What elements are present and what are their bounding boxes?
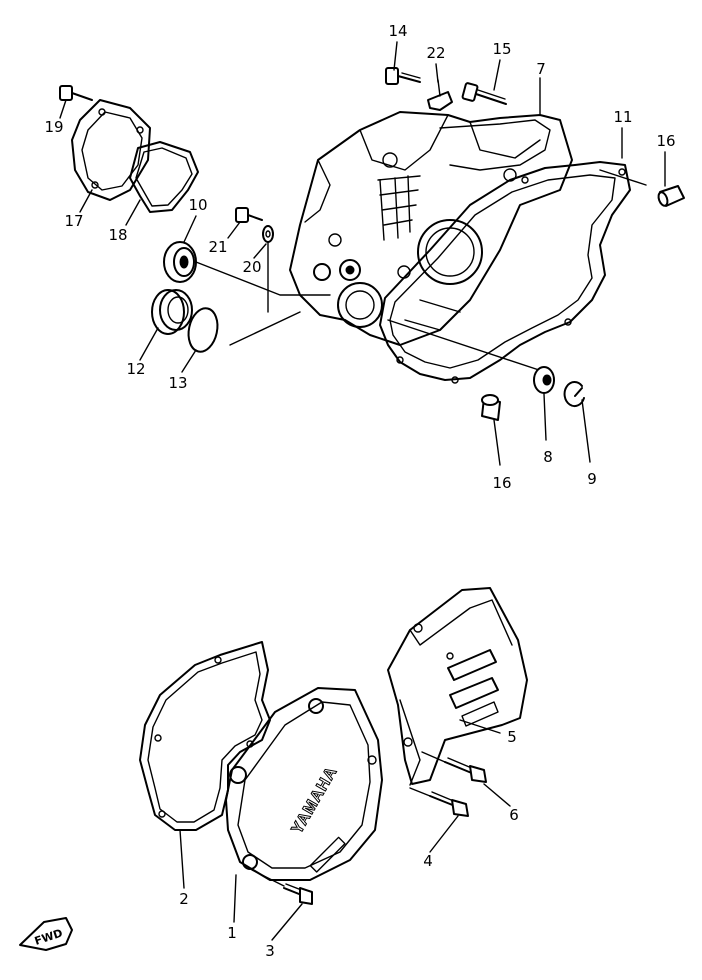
side-cover-gasket-2 bbox=[139, 641, 271, 831]
part-label-15: 15 bbox=[492, 40, 511, 58]
part-label-3: 3 bbox=[265, 942, 275, 960]
part-label-5: 5 bbox=[507, 728, 517, 746]
bolt-3 bbox=[251, 869, 313, 905]
part-label-20: 20 bbox=[242, 258, 261, 276]
part-label-7: 7 bbox=[536, 60, 546, 78]
circlip-9 bbox=[563, 381, 585, 408]
fwd-label: FWD bbox=[33, 927, 64, 948]
small-gasket-18 bbox=[129, 141, 199, 213]
part-label-11: 11 bbox=[613, 108, 632, 126]
part-label-8: 8 bbox=[543, 448, 553, 466]
bolt-14 bbox=[385, 67, 421, 85]
part-label-17: 17 bbox=[64, 212, 83, 230]
fwd-direction-arrow: FWD bbox=[19, 917, 73, 951]
part-label-18: 18 bbox=[108, 226, 127, 244]
part-number-labels: 14 22 15 7 19 11 16 17 18 10 21 20 12 13… bbox=[44, 22, 675, 960]
part-label-16-lower: 16 bbox=[492, 474, 511, 492]
part-label-22: 22 bbox=[426, 44, 445, 62]
washer-20 bbox=[262, 225, 274, 243]
part-label-19: 19 bbox=[44, 118, 63, 136]
dowel-pin-16-lower bbox=[481, 394, 501, 421]
part-label-21: 21 bbox=[208, 238, 227, 256]
part-label-1: 1 bbox=[227, 924, 237, 942]
part-label-13: 13 bbox=[168, 374, 187, 392]
o-ring-13 bbox=[187, 307, 219, 353]
assembly-leader-lines bbox=[195, 169, 647, 373]
bolt-19 bbox=[59, 85, 93, 101]
part-label-4: 4 bbox=[423, 852, 433, 870]
part-label-6: 6 bbox=[509, 806, 519, 824]
part-label-16-upper: 16 bbox=[656, 132, 675, 150]
crankcase-gasket bbox=[379, 161, 631, 384]
part-label-2: 2 bbox=[179, 890, 189, 908]
case-face-gasket bbox=[439, 119, 551, 171]
sprocket-cover-5 bbox=[387, 587, 528, 786]
bolt-4 bbox=[409, 787, 469, 817]
bolt-6 bbox=[421, 751, 487, 783]
small-cover-17 bbox=[71, 99, 151, 201]
washer-8 bbox=[533, 366, 555, 394]
bearing-housing-12 bbox=[151, 289, 193, 335]
bolt-15 bbox=[461, 82, 507, 105]
bolt-21 bbox=[235, 207, 263, 223]
cover-brand-lettering: YAMAHA bbox=[289, 764, 341, 837]
callout-leaders bbox=[59, 41, 666, 941]
part-label-14: 14 bbox=[388, 22, 407, 40]
part-label-12: 12 bbox=[126, 360, 145, 378]
clip-22 bbox=[427, 79, 453, 111]
crankcase-body bbox=[289, 111, 573, 346]
dowel-pin-16-upper bbox=[657, 185, 685, 207]
side-cover-1: YAMAHA bbox=[225, 687, 383, 881]
cover-badge-plate bbox=[309, 836, 346, 873]
part-label-10: 10 bbox=[188, 196, 207, 214]
oil-seal-10 bbox=[163, 241, 197, 283]
part-label-9: 9 bbox=[587, 470, 597, 488]
